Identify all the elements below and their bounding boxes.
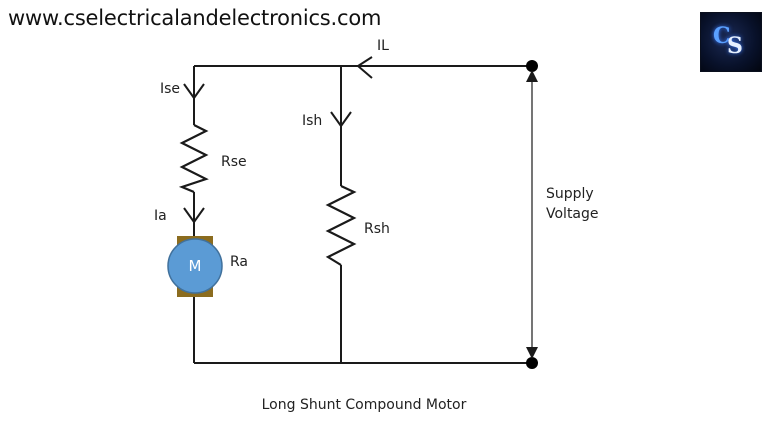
current-arrow-icon	[330, 111, 352, 128]
supply-label-line1: Supply	[546, 186, 594, 202]
terminal-dot-icon	[526, 357, 538, 369]
terminal-dot-icon	[526, 60, 538, 72]
series-current-label: Ise	[160, 81, 180, 97]
logo-letter-s: S	[727, 33, 743, 59]
current-arrow-icon	[356, 56, 373, 79]
shunt-current-label: Ish	[302, 113, 322, 129]
armature-current-label: Ia	[154, 208, 167, 224]
line-current-label: IL	[377, 38, 389, 54]
circuit-wires	[193, 65, 532, 364]
series-resistance-label: Rse	[221, 154, 247, 170]
armature-resistance-label: Ra	[230, 254, 248, 270]
motor-body	[167, 238, 223, 294]
resistor-icon	[325, 185, 357, 266]
shunt-resistance-label: Rsh	[364, 221, 390, 237]
resistor-icon	[178, 124, 209, 194]
site-url: www.cselectricalandelectronics.com	[8, 6, 382, 30]
motor-icon: M	[167, 236, 223, 297]
current-arrow-icon	[183, 207, 205, 224]
logo: C S	[700, 12, 762, 72]
current-arrow-icon	[183, 83, 205, 100]
logo-letter-c: C	[713, 23, 731, 49]
motor-label: M	[189, 257, 202, 275]
diagram-caption: Long Shunt Compound Motor	[262, 397, 467, 413]
supply-label-line2: Voltage	[546, 206, 599, 222]
